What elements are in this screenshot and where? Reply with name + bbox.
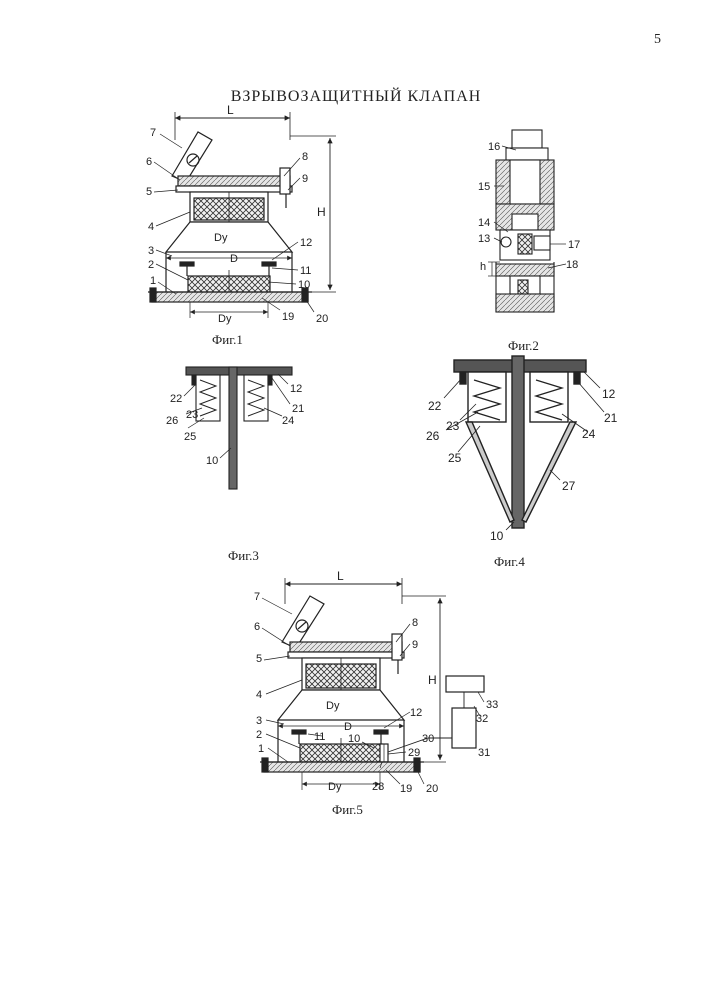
fig5-label-11: 11 — [314, 731, 325, 743]
fig5-label-9: 9 — [412, 639, 418, 651]
fig5-label-19: 19 — [400, 783, 412, 795]
fig1-label-1: 1 — [150, 275, 156, 287]
fig1-dim-L: L — [227, 103, 234, 117]
fig5-label-12: 12 — [410, 707, 422, 719]
fig1-label-6: 6 — [146, 156, 152, 168]
fig5-dim-L: L — [337, 569, 344, 583]
fig5-label-5: 5 — [256, 653, 262, 665]
fig4-label-26: 26 — [426, 429, 440, 443]
fig1-dim-Dy-lower: Dy — [218, 313, 232, 325]
figure-3 — [184, 367, 292, 489]
fig1-label-20: 20 — [316, 313, 328, 325]
fig3-label-26: 26 — [166, 415, 178, 427]
fig5-label-28: 28 — [372, 781, 384, 793]
fig3-label-12: 12 — [290, 383, 302, 395]
fig3-label-22: 22 — [170, 393, 182, 405]
fig4-label-23: 23 — [446, 419, 460, 433]
fig5-label-31: 31 — [478, 747, 490, 759]
fig5-label-2: 2 — [256, 729, 262, 741]
fig2-label-13: 13 — [478, 233, 490, 245]
fig3-label-25: 25 — [184, 431, 196, 443]
fig1-dim-D: D — [230, 253, 238, 265]
fig3-caption: Фиг.3 — [228, 548, 259, 563]
fig1-label-12: 12 — [300, 237, 312, 249]
fig5-label-3: 3 — [256, 715, 262, 727]
fig3-label-21: 21 — [292, 403, 304, 415]
fig2-caption: Фиг.2 — [508, 338, 539, 353]
fig5-label-7: 7 — [254, 591, 260, 603]
fig2-label-16: 16 — [488, 141, 500, 153]
fig1-label-8: 8 — [302, 151, 308, 163]
fig1-dim-H: H — [317, 205, 326, 219]
fig4-label-10: 10 — [490, 529, 504, 543]
fig1-caption: Фиг.1 — [212, 332, 243, 347]
fig1-label-7: 7 — [150, 127, 156, 139]
fig2-label-18: 18 — [566, 259, 578, 271]
fig4-label-25: 25 — [448, 451, 462, 465]
fig5-dim-D: D — [344, 721, 352, 733]
fig1-label-2: 2 — [148, 259, 154, 271]
fig3-label-10: 10 — [206, 455, 218, 467]
fig5-dim-Dy-lower: Dy — [328, 781, 342, 793]
fig5-caption: Фиг.5 — [332, 802, 363, 817]
fig1-dim-Dy-upper: Dy — [214, 232, 228, 244]
fig2-label-17: 17 — [568, 239, 580, 251]
fig1-label-11: 11 — [300, 265, 311, 277]
fig2-label-h: h — [480, 261, 486, 273]
fig5-label-6: 6 — [254, 621, 260, 633]
figure-4 — [444, 356, 604, 530]
fig1-label-19: 19 — [282, 311, 294, 323]
fig5-dim-H: H — [428, 673, 437, 687]
fig5-label-1: 1 — [258, 743, 264, 755]
fig1-label-10: 10 — [298, 279, 310, 291]
fig5-label-32: 32 — [476, 713, 488, 725]
fig5-label-20: 20 — [426, 783, 438, 795]
fig5-label-30: 30 — [422, 733, 434, 745]
fig2-label-15: 15 — [478, 181, 490, 193]
fig4-label-12: 12 — [602, 387, 616, 401]
fig5-label-4: 4 — [256, 689, 262, 701]
fig3-label-24: 24 — [282, 415, 294, 427]
fig5-label-8: 8 — [412, 617, 418, 629]
fig5-label-33: 33 — [486, 699, 498, 711]
fig1-label-3: 3 — [148, 245, 154, 257]
fig4-label-22: 22 — [428, 399, 442, 413]
fig4-label-21: 21 — [604, 411, 618, 425]
figure-2 — [488, 130, 566, 312]
fig3-label-23: 23 — [186, 409, 198, 421]
fig1-label-9: 9 — [302, 173, 308, 185]
fig5-dim-Dy-upper: Dy — [326, 700, 340, 712]
fig4-label-27: 27 — [562, 479, 576, 493]
fig5-label-29: 29 — [408, 747, 420, 759]
fig1-label-5: 5 — [146, 186, 152, 198]
fig5-label-10: 10 — [348, 733, 360, 745]
fig4-label-24: 24 — [582, 427, 596, 441]
figure-5 — [260, 578, 484, 790]
fig2-label-14: 14 — [478, 217, 490, 229]
fig1-label-4: 4 — [148, 221, 154, 233]
fig4-caption: Фиг.4 — [494, 554, 525, 569]
